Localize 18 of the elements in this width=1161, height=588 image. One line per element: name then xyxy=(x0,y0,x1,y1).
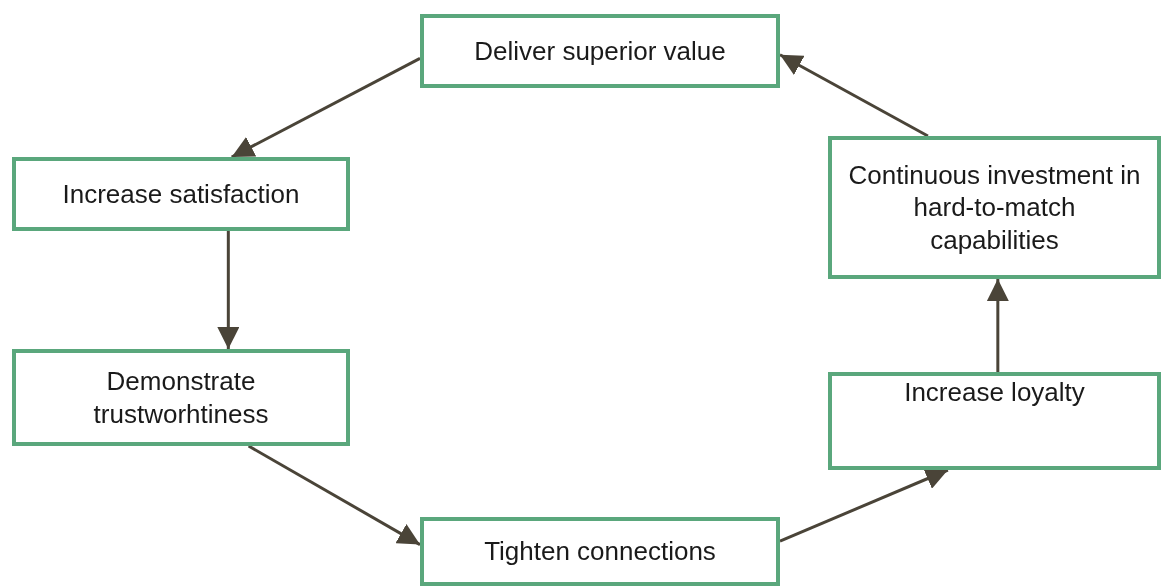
process-box xyxy=(12,157,350,231)
box-label: Tighten connections xyxy=(484,535,716,568)
process-box xyxy=(828,372,1161,470)
box-label: Demonstrate trustworhtiness xyxy=(92,365,270,430)
arrow xyxy=(217,231,240,349)
process-box xyxy=(828,136,1161,279)
box-label: Increase satisfaction xyxy=(62,177,300,211)
arrow xyxy=(231,57,421,159)
arrow xyxy=(247,444,421,546)
arrow xyxy=(779,468,949,543)
box-label: Increase loyalty xyxy=(904,376,1085,409)
process-box xyxy=(420,14,780,88)
process-box xyxy=(12,349,350,446)
arrow xyxy=(779,53,929,138)
box-label: Deliver superior value xyxy=(474,34,726,68)
process-box xyxy=(420,517,780,586)
box-label: Continuous investment in hard-to-match capabilities xyxy=(847,158,1142,257)
arrow xyxy=(986,279,1009,372)
